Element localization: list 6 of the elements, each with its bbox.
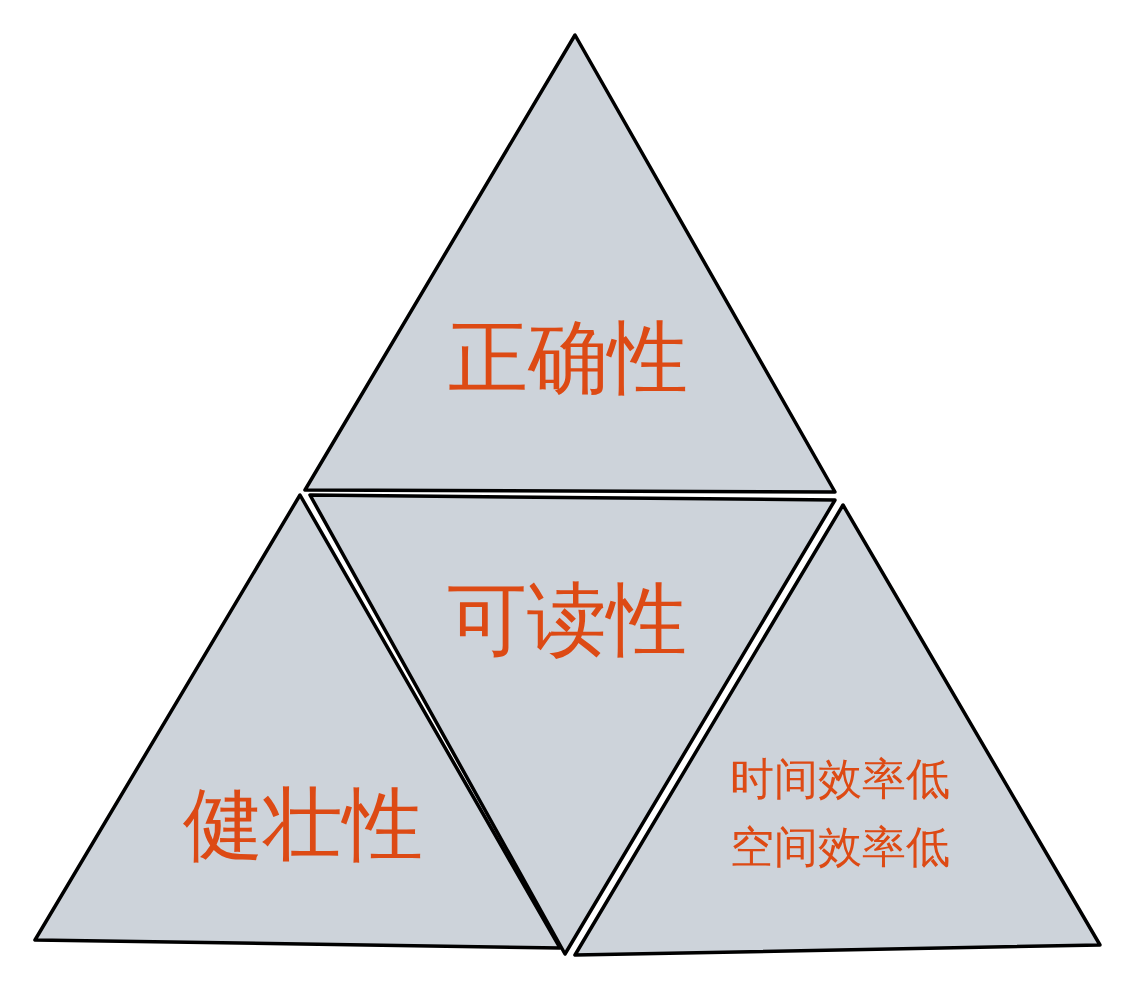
section-label: 空间效率低 bbox=[730, 820, 950, 874]
section-label: 正确性 bbox=[448, 318, 688, 398]
section-label: 健壮性 bbox=[183, 785, 423, 865]
section-label: 可读性 bbox=[447, 580, 687, 660]
triangle-section bbox=[303, 33, 837, 495]
section-label: 时间效率低 bbox=[730, 751, 950, 806]
